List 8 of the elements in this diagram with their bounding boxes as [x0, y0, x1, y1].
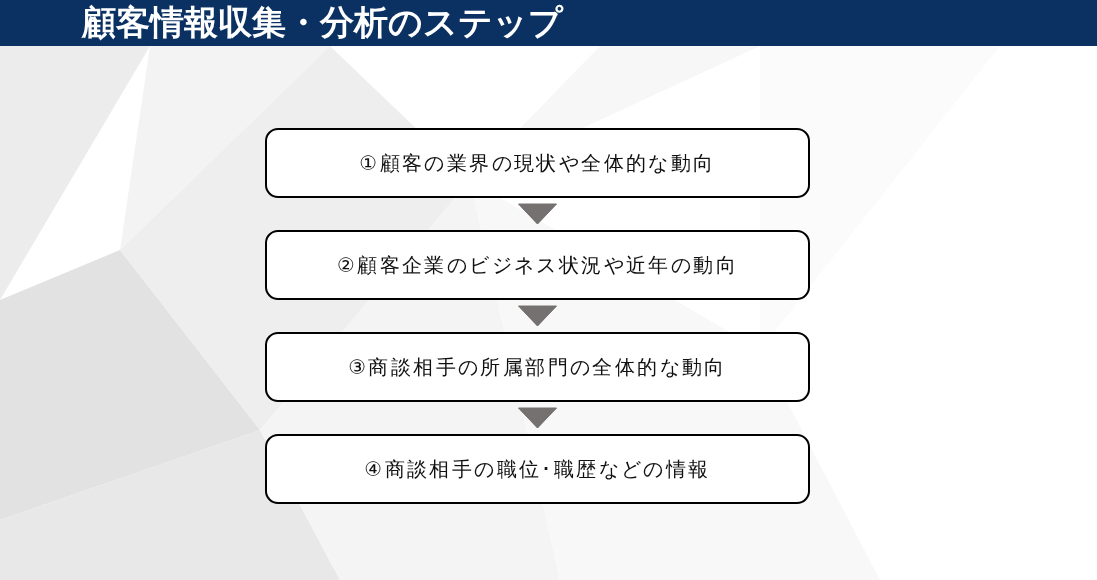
step-box: ②顧客企業のビジネス状況や近年の動向	[265, 230, 810, 300]
step-box: ①顧客の業界の現状や全体的な動向	[265, 128, 810, 198]
step-box: ③商談相手の所属部門の全体的な動向	[265, 332, 810, 402]
arrow	[518, 203, 557, 225]
step-box: ④商談相手の職位･職歴などの情報	[265, 434, 810, 504]
arrow	[518, 305, 557, 327]
arrow	[518, 407, 557, 429]
slide-title: 顧客情報収集・分析のステップ	[82, 1, 563, 43]
